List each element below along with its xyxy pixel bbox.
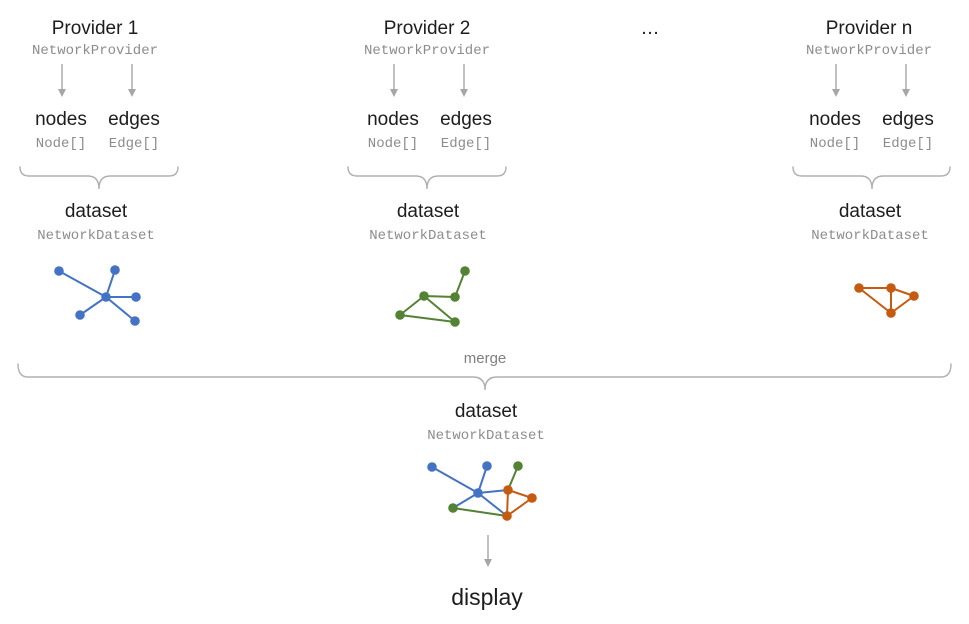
network-edge [506,497,533,517]
network-node [460,266,470,276]
network-edge [452,492,479,509]
network-node [131,292,141,302]
network-edge [477,489,509,494]
provider-title: Provider 2 [383,18,471,39]
nodes-label: nodes [35,109,87,130]
network-node [527,493,537,503]
edges-type: Edge[] [882,136,934,152]
network-node [450,292,460,302]
network-node [110,265,120,275]
network-node [503,485,513,495]
network-node [395,310,405,320]
edges-label: edges [108,109,160,130]
network-edge [454,270,466,298]
provider-type: NetworkProvider [31,43,159,59]
network-edge [423,295,456,298]
provider-column-2: Provider 2 NetworkProvider nodes edges N… [332,0,522,250]
dataset-type: NetworkDataset [369,228,487,244]
nodes-type: Node[] [809,136,861,152]
network-node [909,291,919,301]
network-node [75,310,85,320]
network-node [101,292,111,302]
network-edge [477,492,508,517]
network-edge [399,295,425,316]
network-node [482,461,492,471]
provider-1-network-graph [54,265,141,326]
dataset-type: NetworkDataset [811,228,929,244]
arrow-dataset-to-display-icon [484,535,492,567]
dataset-label: dataset [64,201,128,222]
network-edge [890,295,915,314]
network-edge [58,270,107,298]
provider-n-network-graph [854,283,919,318]
network-node [130,316,140,326]
edges-label: edges [882,109,934,130]
network-node [886,283,896,293]
network-edge [858,287,892,314]
network-edge [506,489,509,517]
edges-type: Edge[] [440,136,492,152]
network-edge [890,287,915,297]
network-node [886,308,896,318]
display-label: display [451,584,523,610]
more-providers-ellipsis: … [640,18,660,39]
network-edge [79,296,107,316]
nodes-label: nodes [367,109,419,130]
nodes-label: nodes [809,109,861,130]
nodes-type: Node[] [35,136,87,152]
network-edge [423,295,456,323]
network-node [854,283,864,293]
merge-label: merge [463,350,507,367]
edges-type: Edge[] [108,136,160,152]
network-node [427,462,437,472]
provider-type: NetworkProvider [363,43,491,59]
network-node [513,461,523,471]
provider-title: Provider 1 [51,18,139,39]
provider-type: NetworkProvider [805,43,933,59]
provider-column-1: Provider 1 NetworkProvider nodes edges N… [0,0,190,250]
network-edge [399,314,456,323]
network-edge [477,465,488,494]
dataset-type: NetworkDataset [37,228,155,244]
network-node [448,503,458,513]
merged-dataset-label: dataset [454,401,518,422]
network-edge [507,465,519,491]
network-edge [452,507,508,517]
dataset-label: dataset [838,201,902,222]
dataset-label: dataset [396,201,460,222]
network-node [502,511,512,521]
network-node [473,488,483,498]
merged-dataset-type: NetworkDataset [427,428,545,444]
network-edge [431,466,479,494]
nodes-type: Node[] [367,136,419,152]
provider-2-network-graph [395,266,470,327]
edges-label: edges [440,109,492,130]
network-node [54,266,64,276]
network-edge [507,489,533,499]
network-node [419,291,429,301]
network-edge [105,296,136,322]
network-edge [105,269,116,298]
merged-network-graph [427,461,537,521]
provider-title: Provider n [825,18,913,39]
provider-column-n: Provider n NetworkProvider nodes edges N… [774,0,964,250]
network-node [450,317,460,327]
